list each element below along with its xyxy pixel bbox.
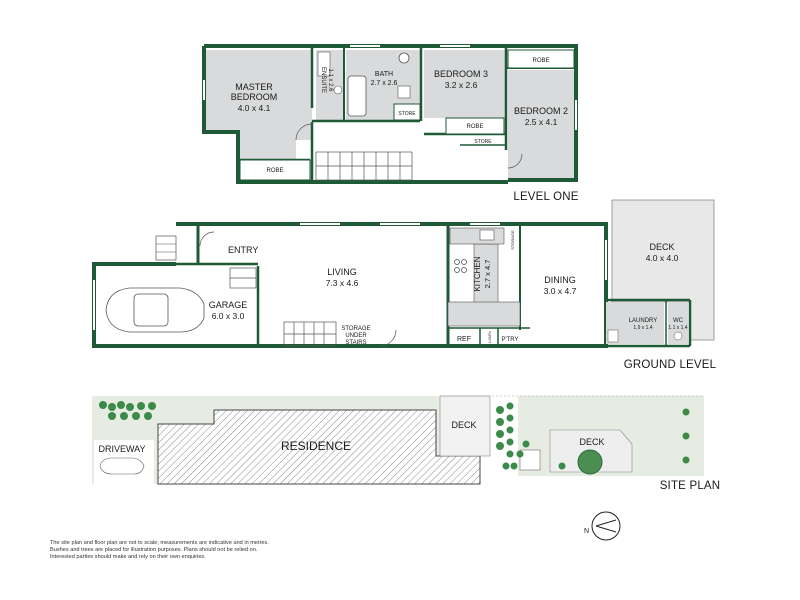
bedroom2-dims: 2.5 x 4.1 — [525, 117, 558, 127]
site-deck-small-label: DECK — [451, 420, 476, 430]
laundry-dims: 1.9 x 1.4 — [633, 325, 652, 331]
storage-label-3: STAIRS — [345, 340, 366, 346]
robe-master-label: ROBE — [266, 168, 283, 174]
site-deck-large-label: DECK — [579, 437, 604, 447]
ground-outer-wall — [92, 222, 608, 348]
master-bedroom-label-2: BEDROOM — [231, 92, 278, 102]
master-bedroom-label: MASTER — [235, 82, 273, 92]
bath-label: BATH — [375, 71, 393, 78]
laundry-label: LAUNDRY — [629, 318, 658, 324]
ground-stairs — [229, 267, 337, 347]
garage-dims: 6.0 x 3.0 — [212, 311, 245, 321]
disclaimer-line: The site plan and floor plan are not to … — [50, 540, 269, 546]
driveway-label: DRIVEWAY — [98, 444, 145, 454]
windows-ground — [93, 223, 607, 330]
wc-fill — [668, 302, 688, 344]
storage-kitchen-label: STORAGE — [510, 230, 515, 250]
basin — [398, 52, 410, 64]
kitchen-counter — [449, 227, 505, 245]
robe-bedroom2-box — [507, 49, 575, 69]
linen-label: LINEN — [487, 331, 492, 343]
wc-dims: 1.1 x 1.4 — [668, 325, 687, 331]
site-plan — [92, 395, 704, 485]
bedroom3-fill — [424, 50, 506, 118]
robe-bedroom3-box — [445, 117, 505, 135]
disclaimer-line: Bushes and trees are placed for illustra… — [50, 547, 258, 554]
living-dims: 7.3 x 4.6 — [326, 278, 359, 288]
site-plan-heading: SITE PLAN — [660, 480, 721, 492]
car-icon — [105, 287, 205, 333]
entry-steps — [155, 235, 177, 261]
entry-label: ENTRY — [228, 245, 258, 255]
shrubs — [99, 401, 690, 470]
garage-label: GARAGE — [209, 300, 248, 310]
storage-label-2: UNDER — [345, 333, 367, 339]
door-swing — [379, 329, 397, 347]
level-one-heading: LEVEL ONE — [513, 191, 578, 203]
level-one-plan — [202, 44, 578, 184]
compass-icon: N — [584, 511, 621, 541]
ground-level-heading: GROUND LEVEL — [624, 359, 717, 371]
door-swing — [199, 231, 215, 247]
bedroom2-label: BEDROOM 2 — [514, 106, 568, 116]
sink-icon — [479, 229, 495, 241]
residence-hatch — [157, 409, 481, 485]
kitchen-island — [447, 301, 521, 327]
site-deck-small-area — [439, 395, 491, 457]
level-one-outer-wall-left — [202, 46, 508, 184]
store-hall-label: STORE — [474, 139, 492, 145]
kitchen-dims: 2.7 x 4.7 — [483, 260, 492, 289]
residence-label: RESIDENCE — [281, 439, 351, 453]
store-bath-label: STORE — [398, 111, 416, 117]
wc-label: WC — [673, 318, 684, 324]
cooktop-icon — [454, 259, 467, 273]
kitchen-label: KITCHEN — [473, 256, 482, 291]
ensuite-label: ENSUITE — [320, 67, 326, 93]
door-swing — [295, 123, 313, 141]
dining-label: DINING — [544, 275, 576, 285]
deck-ground-label: DECK — [649, 242, 674, 252]
master-bedroom-dims: 4.0 x 4.1 — [238, 103, 271, 113]
bathtub — [347, 75, 367, 117]
bedroom3-label: BEDROOM 3 — [434, 69, 488, 79]
door-swing — [507, 153, 523, 169]
robe-master-box — [239, 159, 311, 181]
level-one-stairs — [315, 151, 413, 181]
ref-label: REF — [457, 336, 471, 343]
driveway-car-icon — [99, 457, 145, 475]
bedroom2-fill — [508, 70, 574, 178]
store-bath-box — [393, 103, 421, 121]
wc-toilet — [673, 331, 683, 341]
storage-label-1: STORAGE — [341, 326, 370, 332]
living-label: LIVING — [327, 267, 357, 277]
robe-bedroom3-label: ROBE — [466, 124, 483, 130]
disclaimer: The site plan and floor plan are not to … — [50, 540, 269, 562]
bedroom3-dims: 3.2 x 2.6 — [445, 80, 478, 90]
robe-bedroom2-label: ROBE — [532, 58, 549, 64]
deck-ground-dims: 4.0 x 4.0 — [646, 253, 679, 263]
tree-icon — [577, 449, 603, 475]
steps-site — [519, 449, 541, 471]
ensuite-shower — [317, 51, 331, 77]
windows-level-one — [203, 45, 577, 130]
bath-dims: 2.7 x 2.6 — [371, 80, 398, 87]
ensuite-dims: 1.1 x 2.6 — [327, 68, 333, 92]
bath-toilet — [397, 85, 411, 99]
compass-letter: N — [584, 528, 589, 535]
ensuite-toilet — [333, 85, 343, 95]
master-bedroom-fill — [204, 50, 312, 160]
laundry-tub — [607, 329, 619, 343]
driveway-area — [94, 440, 154, 484]
ground-level-plan — [92, 199, 715, 348]
disclaimer-line: Interested parties should make and rely … — [50, 554, 206, 561]
pantry-label: P'TRY — [501, 337, 518, 343]
dining-dims: 3.0 x 4.7 — [544, 286, 577, 296]
kitchen-bench — [473, 243, 499, 307]
